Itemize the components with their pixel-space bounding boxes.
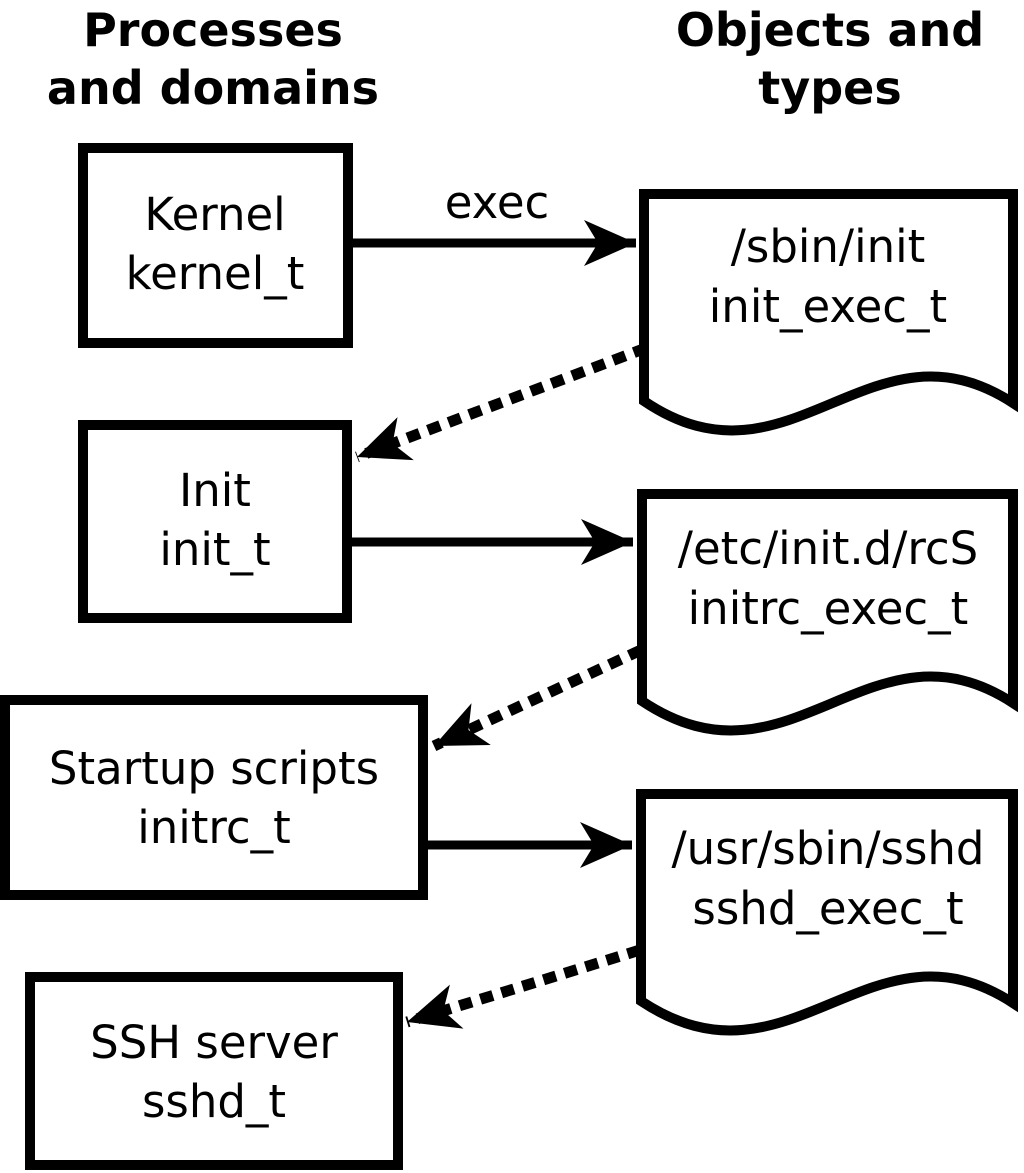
object-node-sbin-init: /sbin/init init_exec_t — [639, 189, 1018, 436]
transition-arrow-etc-initd-rcs-to-startup-scripts — [431, 645, 644, 751]
transition-arrow-usr-sbin-sshd-to-ssh-server — [405, 944, 642, 1029]
objects-header-line2: types — [758, 61, 901, 115]
process-node-ssh-server: SSH server sshd_t — [25, 972, 403, 1170]
init-type-label: init_t — [159, 523, 270, 576]
usr-sbin-sshd-path-label: /usr/sbin/sshd — [672, 822, 985, 875]
ssh-server-box — [25, 972, 403, 1170]
usr-sbin-sshd-document-shape — [636, 789, 1018, 1036]
startup-scripts-name-label: Startup scripts — [49, 742, 379, 795]
processes-header-line1: Processes — [83, 3, 343, 57]
transition-arrow-sbin-init-to-init — [355, 342, 648, 463]
sbin-init-type-label: init_exec_t — [709, 280, 947, 333]
sbin-init-path-label: /sbin/init — [731, 220, 926, 273]
exec-edge-label: exec — [445, 176, 550, 229]
startup-scripts-box — [0, 695, 428, 900]
startup-scripts-type-label: initrc_t — [137, 801, 291, 854]
kernel-box — [78, 143, 353, 348]
process-node-init: Init init_t — [78, 420, 352, 623]
etc-initd-rcs-document-shape — [637, 489, 1018, 736]
objects-header-line1: Objects and — [676, 3, 984, 57]
column-header-processes: Processes and domains — [47, 3, 379, 115]
ssh-server-type-label: sshd_t — [142, 1075, 286, 1128]
ssh-server-name-label: SSH server — [90, 1016, 338, 1069]
init-name-label: Init — [179, 464, 251, 517]
processes-header-line2: and domains — [47, 61, 379, 115]
process-node-kernel: Kernel kernel_t — [78, 143, 353, 348]
kernel-type-label: kernel_t — [126, 247, 305, 300]
object-node-etc-initd-rcs: /etc/init.d/rcS initrc_exec_t — [637, 489, 1018, 736]
kernel-name-label: Kernel — [144, 188, 285, 241]
etc-initd-rcs-path-label: /etc/init.d/rcS — [678, 522, 978, 575]
etc-initd-rcs-type-label: initrc_exec_t — [688, 582, 969, 635]
usr-sbin-sshd-type-label: sshd_exec_t — [692, 882, 963, 935]
edges-exec: exec — [347, 176, 636, 868]
sbin-init-document-shape — [639, 189, 1018, 436]
process-node-startup-scripts: Startup scripts initrc_t — [0, 695, 428, 900]
init-box — [78, 420, 352, 623]
column-header-objects: Objects and types — [676, 3, 984, 115]
object-node-usr-sbin-sshd: /usr/sbin/sshd sshd_exec_t — [636, 789, 1018, 1036]
edges-domain-transition — [355, 342, 648, 1029]
